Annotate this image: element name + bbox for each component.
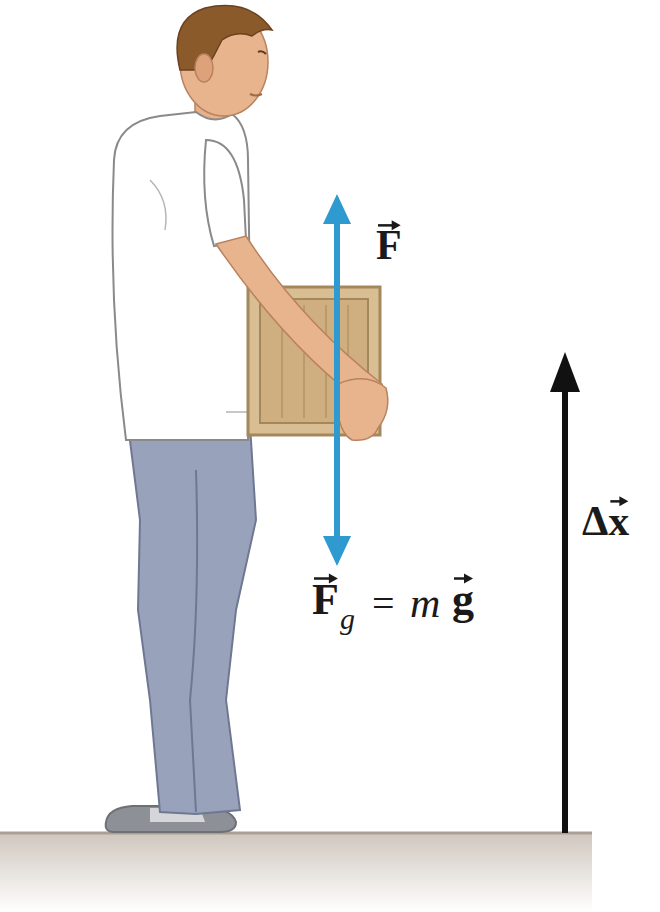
pants: [128, 425, 256, 814]
hand: [337, 379, 388, 440]
gravity-symbol: g: [452, 578, 474, 622]
shirt: [113, 112, 251, 440]
vector-marks: [314, 220, 628, 583]
force-symbol: F: [312, 578, 339, 622]
floor-edge: [0, 832, 592, 835]
shirt-fold: [226, 411, 248, 413]
force-symbol: F: [376, 224, 402, 266]
displacement-line: [562, 380, 568, 833]
mouth: [250, 94, 262, 96]
equals-sign: =: [372, 584, 395, 624]
force-line: [334, 218, 340, 542]
ear: [195, 54, 213, 82]
displacement-symbol: Δx: [582, 500, 629, 542]
subscript: g: [340, 604, 355, 634]
shirt-fold: [150, 180, 166, 230]
gravity-arrowhead: [323, 536, 351, 566]
mass-symbol: m: [410, 582, 440, 624]
sleeve: [204, 140, 246, 246]
hair: [177, 6, 272, 70]
force-arrowhead: [323, 194, 351, 224]
displacement-arrowhead: [550, 352, 580, 392]
eye: [258, 51, 266, 54]
pants-seam: [190, 470, 197, 812]
floor: [0, 832, 592, 912]
